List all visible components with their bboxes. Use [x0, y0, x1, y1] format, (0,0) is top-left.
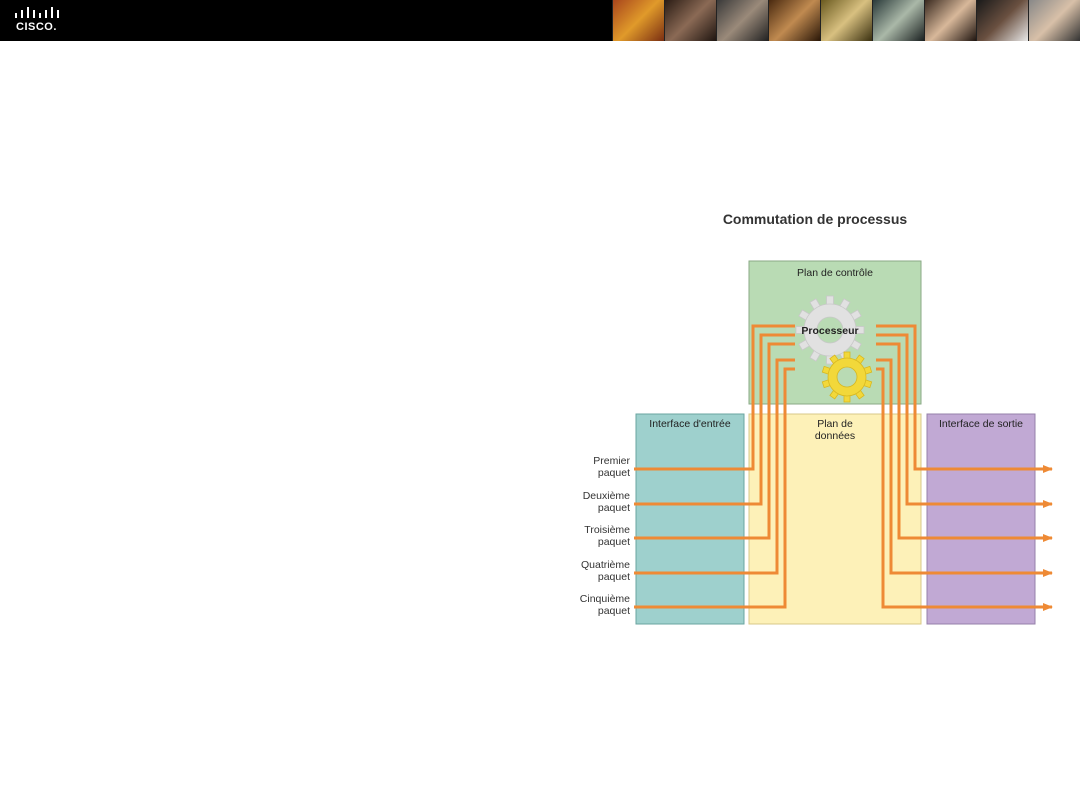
input-interface-label: Interface d'entrée — [649, 418, 731, 430]
header-photo — [820, 0, 872, 41]
header-photo — [664, 0, 716, 41]
brand-text: CISCO. — [16, 21, 57, 33]
packet-label: Troisième paquet — [560, 524, 630, 548]
packet-label-line2: paquet — [597, 467, 630, 479]
header-photo — [1028, 0, 1080, 41]
control-plane-label: Plan de contrôle — [797, 267, 873, 279]
packet-label-line1: Premier — [593, 455, 630, 467]
packet-label-line2: paquet — [597, 502, 630, 514]
output-interface-label: Interface de sortie — [938, 418, 1024, 430]
process-switching-diagram: Commutation de processus — [560, 200, 1070, 640]
photo-strip — [612, 0, 1080, 41]
packet-label: Cinquième paquet — [560, 593, 630, 617]
packet-label-line2: paquet — [597, 571, 630, 583]
data-plane-label: Plan de données — [814, 418, 856, 442]
output-interface-box — [926, 413, 1036, 625]
input-interface-box — [635, 413, 745, 625]
packet-label-line2: paquet — [597, 536, 630, 548]
cisco-logo: CISCO. — [12, 5, 72, 37]
packet-path-3-out — [876, 342, 1053, 542]
header-photo — [924, 0, 976, 41]
packet-path-5-in — [634, 367, 795, 609]
packet-path-3-in — [634, 342, 795, 540]
gear-icon — [795, 295, 865, 365]
packet-label-line1: Troisième — [584, 524, 630, 536]
packet-path-4-out — [876, 358, 1053, 577]
packet-path-1-in — [634, 324, 795, 471]
packet-label: Premier paquet — [560, 455, 630, 479]
packet-label: Quatrième paquet — [560, 559, 630, 583]
packet-label: Deuxième paquet — [560, 490, 630, 514]
diagram-canvas — [634, 260, 1053, 625]
header-photo — [716, 0, 768, 41]
data-plane-box — [748, 413, 922, 625]
header-bar: CISCO. — [0, 0, 1080, 41]
gear-icon — [821, 351, 873, 403]
packet-label-line1: Cinquième — [579, 593, 630, 605]
packet-path-4-in — [634, 358, 795, 575]
packet-path-2-in — [634, 333, 795, 506]
header-photo — [768, 0, 820, 41]
processor-label: Processeur — [801, 325, 859, 337]
packet-path-2-out — [876, 333, 1053, 508]
packet-label-line1: Quatrième — [580, 559, 630, 571]
packet-path-1-out — [876, 324, 1053, 473]
header-photo — [872, 0, 924, 41]
cisco-bridge-icon — [15, 7, 59, 18]
packet-path-5-out — [876, 367, 1053, 611]
packet-label-line2: paquet — [597, 605, 630, 617]
diagram-title: Commutation de processus — [722, 211, 908, 227]
header-photo — [612, 0, 664, 41]
header-photo — [976, 0, 1028, 41]
packet-label-line1: Deuxième — [582, 490, 630, 502]
